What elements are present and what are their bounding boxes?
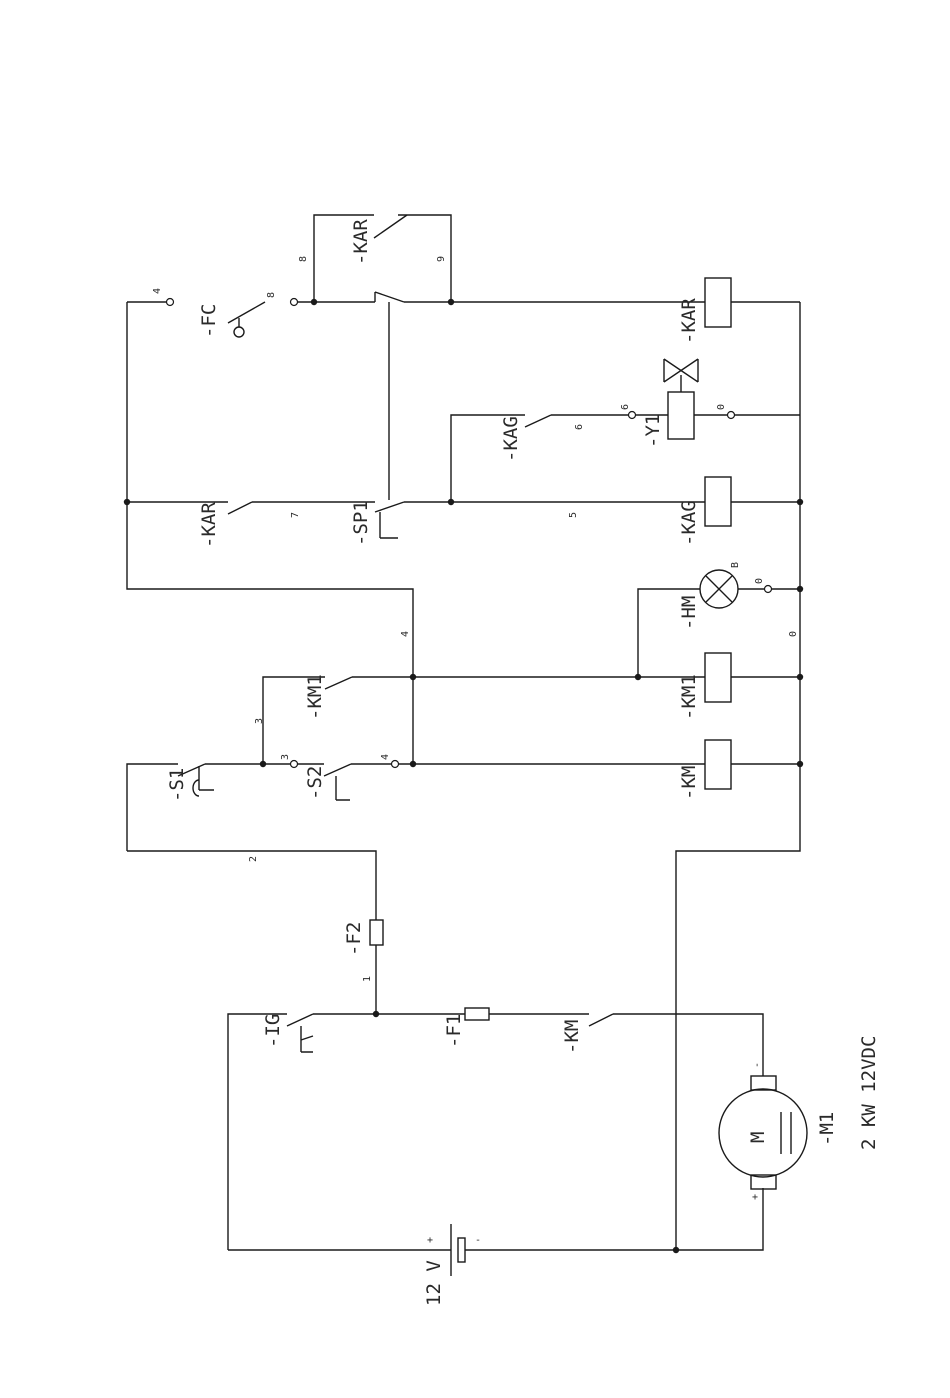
wire-number: 0 [716, 404, 727, 410]
wire-number: 0 [788, 631, 799, 637]
km-main-contact [589, 1014, 613, 1026]
kar-top-contact [374, 215, 407, 238]
motor-plus-mark: + [752, 1192, 758, 1203]
label-s1: -S1 [166, 768, 188, 802]
y1-solenoid-symbol [668, 392, 694, 439]
wire-number: 3 [254, 718, 265, 724]
sp1-contact [375, 502, 404, 538]
label-battery: 12 V [423, 1260, 445, 1306]
label-f2: -F2 [343, 922, 365, 956]
label-s2: -S2 [304, 766, 326, 800]
wire-number: 1 [362, 976, 373, 982]
km-coil-symbol [705, 740, 731, 789]
contacts [178, 215, 613, 1052]
label-kar-top: -KAR [350, 219, 372, 265]
junctions [124, 299, 803, 1253]
fc-contact [228, 302, 265, 337]
wire-number: 3 [280, 754, 291, 760]
label-rating: 2 KW 12VDC [858, 1036, 880, 1150]
wire-number: 4 [380, 754, 391, 760]
label-km1-contact: -KM1 [304, 674, 326, 720]
label-km1-coil: -KM1 [678, 674, 700, 720]
label-m1: -M1 [816, 1112, 838, 1146]
kar-coil-symbol [705, 278, 731, 327]
wire-number: 9 [436, 256, 447, 262]
wire-numbers: 4 8 8 9 6 6 0 7 5 B 0 4 0 3 3 4 2 1 [152, 256, 799, 982]
wire-number: 0 [754, 578, 765, 584]
label-kar-coil: -KAR [678, 298, 700, 344]
kar-contact [228, 502, 252, 514]
label-y1: -Y1 [642, 414, 664, 448]
label-kag-coil: -KAG [678, 500, 700, 546]
s2-contact [324, 764, 351, 800]
motor-minus-mark: - [752, 1062, 763, 1068]
polarity-marks: - + + - [427, 1062, 763, 1246]
battery-plus-mark: + [427, 1235, 433, 1246]
label-km-contact: -KM [561, 1020, 583, 1054]
label-sp1: -SP1 [350, 500, 372, 546]
kar-nc-contact [375, 292, 404, 302]
component-labels: -FC -KAR -KAR -KAG -Y1 -KAR -SP1 -KAG -H… [166, 219, 880, 1306]
battery-icon [451, 1224, 465, 1276]
label-motor: M [747, 1132, 769, 1143]
f2-fuse-symbol [370, 920, 383, 945]
wire-number: 8 [266, 292, 277, 298]
label-fc: -FC [198, 304, 220, 338]
label-kar-contact: -KAR [198, 502, 220, 548]
ig-contact [287, 1014, 313, 1052]
wire-number: 8 [298, 256, 309, 262]
wire-number: B [730, 562, 741, 568]
coils [370, 278, 807, 1276]
wire-number: 6 [574, 424, 585, 430]
wire-number: 7 [290, 512, 301, 518]
kag-contact [525, 415, 551, 427]
kag-coil-symbol [705, 477, 731, 526]
f1-fuse-symbol [465, 1008, 489, 1020]
battery-minus-mark: - [475, 1235, 481, 1246]
label-km-coil: -KM [678, 766, 700, 800]
label-ig: -IG [262, 1014, 284, 1048]
km1-contact [325, 677, 352, 689]
wire-number: 2 [248, 856, 259, 862]
valve-icon [664, 359, 698, 392]
wire-number: 5 [568, 512, 579, 518]
wire-number: 6 [620, 404, 631, 410]
label-f1: -F1 [443, 1014, 465, 1048]
wire-number: 4 [400, 631, 411, 637]
wire-number: 4 [152, 288, 163, 294]
km1-coil-symbol [705, 653, 731, 702]
wiring [127, 215, 800, 1250]
label-hm: -HM [678, 596, 700, 630]
label-kag-contact: -KAG [500, 416, 522, 462]
lamp-icon [700, 570, 738, 608]
